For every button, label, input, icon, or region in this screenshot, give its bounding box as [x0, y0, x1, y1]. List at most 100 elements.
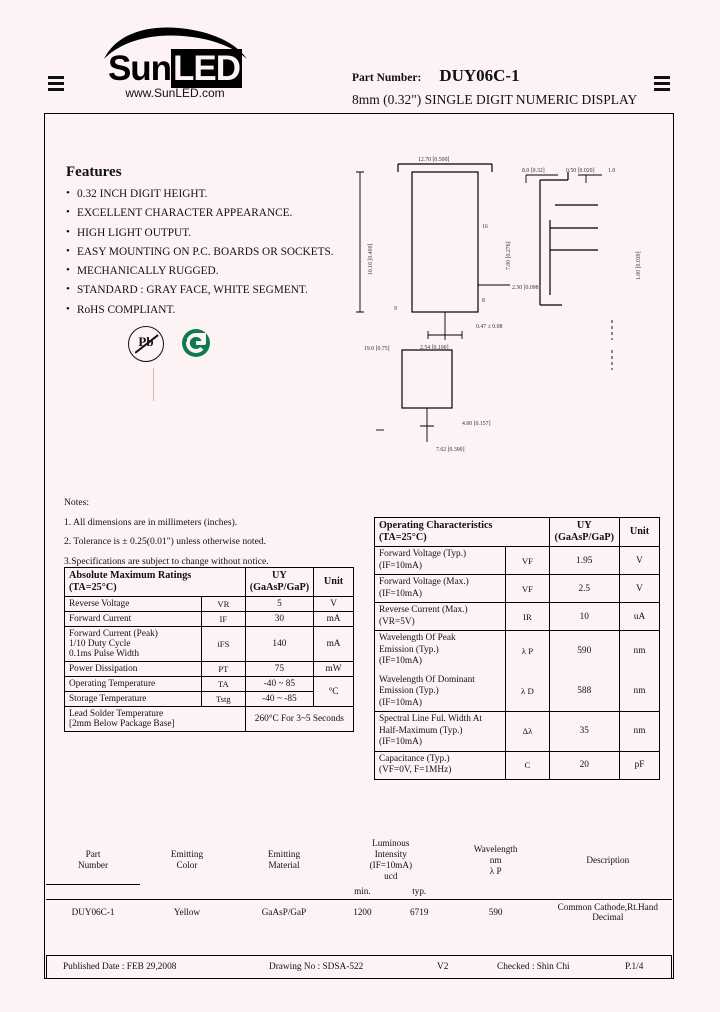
part-number-row: Part Number:DUY06C-1 — [352, 66, 520, 86]
svg-text:9: 9 — [394, 306, 397, 312]
amr-row-value: 75 — [244, 661, 315, 677]
table-row: DUY06C-1 Yellow GaAsP/GaP 1200 6719 590 … — [46, 898, 672, 924]
oc-row-value: 10 — [548, 602, 621, 631]
amr-row-unit: mA — [313, 611, 354, 627]
amr-title: Absolute Maximum Ratings — [69, 570, 192, 581]
features-section: Features 0.32 INCH DIGIT HEIGHT. EXCELLE… — [66, 164, 366, 323]
amr-row-name-multiline: Forward Current (Peak) 1/10 Duty Cycle 0… — [63, 626, 203, 662]
oc-unit-header: Unit — [619, 517, 660, 547]
oc-row-value: 1.95 — [548, 546, 621, 575]
oc-line6: (IF=10mA) — [379, 697, 422, 708]
oc-row-symbol: VF — [505, 546, 550, 575]
row-description: Common Cathode,Rt.Hand Decimal — [543, 898, 672, 924]
feature-item: STANDARD : GRAY FACE, WHITE SEGMENT. — [66, 283, 366, 296]
oc-line1: Spectral Line Ful. Width At — [379, 714, 483, 724]
row-emitting-material: GaAsP/GaP — [234, 898, 334, 924]
table-row: Forward Voltage (Typ.) (IF=10mA) VF 1.95… — [373, 546, 660, 575]
amr-row-value: 30 — [244, 611, 315, 627]
amr-peak-line1: Forward Current (Peak) — [69, 629, 158, 639]
amr-condition: (TA=25°C) — [69, 582, 117, 593]
faint-watermark-text — [105, 375, 320, 480]
oc-row-name: Forward Voltage (Typ.) (IF=10mA) — [373, 546, 507, 575]
amr-row-name: Reverse Voltage — [63, 596, 203, 612]
oc-row-name: Reverse Current (Max.) (VR=5V) — [373, 602, 507, 631]
sub-blank-4 — [448, 884, 544, 899]
amr-peak-line2: 1/10 Duty Cycle — [69, 639, 131, 649]
table-row: Lead Solder Temperature [2mm Below Packa… — [64, 706, 355, 732]
oc-row-unit: pF — [619, 750, 660, 780]
svg-text:1.00 [0.039]: 1.00 [0.039] — [636, 251, 642, 280]
amr-row-symbol: Tstg — [201, 691, 246, 707]
table-row: Operating Temperature TA -40 ~ 85 °C — [63, 676, 354, 707]
col-part-number-l2: Number — [77, 859, 109, 870]
amr-peak-line3: 0.1ms Pulse Width — [69, 649, 139, 659]
row-wavelength: 590 — [447, 898, 544, 924]
oc-line1: Forward Voltage (Max.) — [379, 577, 469, 587]
amr-row-symbol: TA — [201, 676, 246, 692]
oc-row-name: Spectral Line Ful. Width At Half-Maximum… — [373, 711, 507, 752]
amr-material-cell: UY (GaAsP/GaP) — [244, 567, 315, 597]
notes-section: Notes: 1. All dimensions are in millimet… — [64, 497, 384, 575]
svg-text:10.16 [0.400]: 10.16 [0.400] — [368, 244, 374, 275]
oc-title-cell: Operating Characteristics (TA=25°C) — [374, 517, 550, 547]
table-row: Capacitance (Typ.) (VF=0V, F=1MHz) C 20 … — [373, 750, 660, 780]
oc-line2: Half-Maximum (Typ.) — [379, 725, 463, 736]
sub-typ: typ. — [412, 886, 427, 897]
oc-condition: (TA=25°C) — [379, 532, 427, 543]
product-subtitle: 8mm (0.32") SINGLE DIGIT NUMERIC DISPLAY — [352, 92, 638, 107]
oc-line2: (VF=0V, F=1MHz) — [379, 765, 452, 775]
logo-website: www.SunLED.com — [125, 86, 225, 100]
oc-line1: Forward Voltage (Typ.) — [379, 549, 467, 559]
svg-text:0.50 [0.020]: 0.50 [0.020] — [566, 168, 595, 174]
oc-row-symbol: VF — [505, 574, 550, 603]
table-row: Forward Voltage (Max.) (IF=10mA) VF 2.5 … — [373, 574, 660, 603]
footer-page-number: P.1/4 — [625, 962, 644, 972]
col-lum-l2: Intensity — [374, 849, 407, 859]
oc-material-cell: UY (GaAsP/GaP) — [548, 517, 621, 547]
oc-line2: (VR=5V) — [379, 616, 415, 627]
table-header-row: Absolute Maximum Ratings (TA=25°C) UY (G… — [64, 567, 354, 597]
col-lum-l1: Luminous — [372, 838, 410, 848]
oc-title: Operating Characteristics — [379, 520, 493, 531]
oc-row-value: 590 — [548, 630, 621, 671]
sub-blank-2 — [140, 884, 234, 899]
col-wavelength: Wavelength nm λ P — [448, 836, 544, 884]
oc-line2: (IF=10mA) — [379, 588, 422, 599]
part-number-value: DUY06C-1 — [439, 66, 520, 85]
oc-row-name-wavelength: Wavelength Of Peak Emission (Typ.) (IF=1… — [373, 630, 507, 712]
amr-row-name: Power Dissipation — [63, 661, 203, 677]
oc-row-value: 2.5 — [548, 574, 621, 603]
svg-text:12.70 [0.500]: 12.70 [0.500] — [418, 157, 449, 163]
svg-text:8.0 [0.32]: 8.0 [0.32] — [522, 168, 545, 174]
oc-line1: Wavelength Of Peak — [379, 633, 456, 643]
lead-solder-line2: [2mm Below Package Base] — [69, 719, 175, 729]
amr-row-symbol: iFS — [201, 626, 246, 662]
oc-line1: Reverse Current (Max.) — [379, 605, 468, 615]
oc-row-unit: nm — [619, 630, 660, 671]
oc-line4: Wavelength Of Dominant — [379, 674, 475, 685]
svg-text:0.47 ± 0.08: 0.47 ± 0.08 — [476, 324, 502, 330]
svg-text:2.50 [0.098]: 2.50 [0.098] — [512, 285, 541, 291]
amr-row-name: Operating Temperature — [63, 676, 203, 692]
oc-table: Operating Characteristics (TA=25°C) UY (… — [373, 517, 660, 780]
oc-line1: Capacitance (Typ.) — [379, 753, 450, 764]
page-footer: Published Date : FEB 29,2008 Drawing No … — [46, 955, 672, 979]
logo-sun-text: Sun — [107, 49, 172, 88]
table-header-row: Part Number Emitting Color Emitting Mate… — [46, 836, 672, 884]
amr-unit-header: Unit — [313, 567, 354, 597]
oc-row-symbol: IR — [505, 602, 550, 631]
menu-icon-right — [654, 76, 670, 94]
logo-wordmark: SunLED — [80, 49, 270, 88]
amr-row-name: Forward Current — [63, 611, 203, 627]
col-part-number: Part Number — [46, 836, 140, 884]
package-dimension-drawing: 12.70 [0.500] 16 8 9 2.50 [0.098] 2.54 [… — [350, 150, 670, 495]
amr-row-symbol: VR — [201, 596, 246, 612]
amr-title-cell: Absolute Maximum Ratings (TA=25°C) — [64, 567, 246, 597]
col-lum-l3: (IF=10mA) — [369, 860, 413, 870]
col-emitting-color-l1: Emitting — [170, 849, 204, 859]
oc-line2: (IF=10mA) — [379, 560, 422, 571]
svg-text:4.00 [0.157]: 4.00 [0.157] — [462, 421, 491, 427]
oc-line3: (IF=10mA) — [379, 656, 422, 666]
oc-row-unit: V — [619, 574, 660, 603]
